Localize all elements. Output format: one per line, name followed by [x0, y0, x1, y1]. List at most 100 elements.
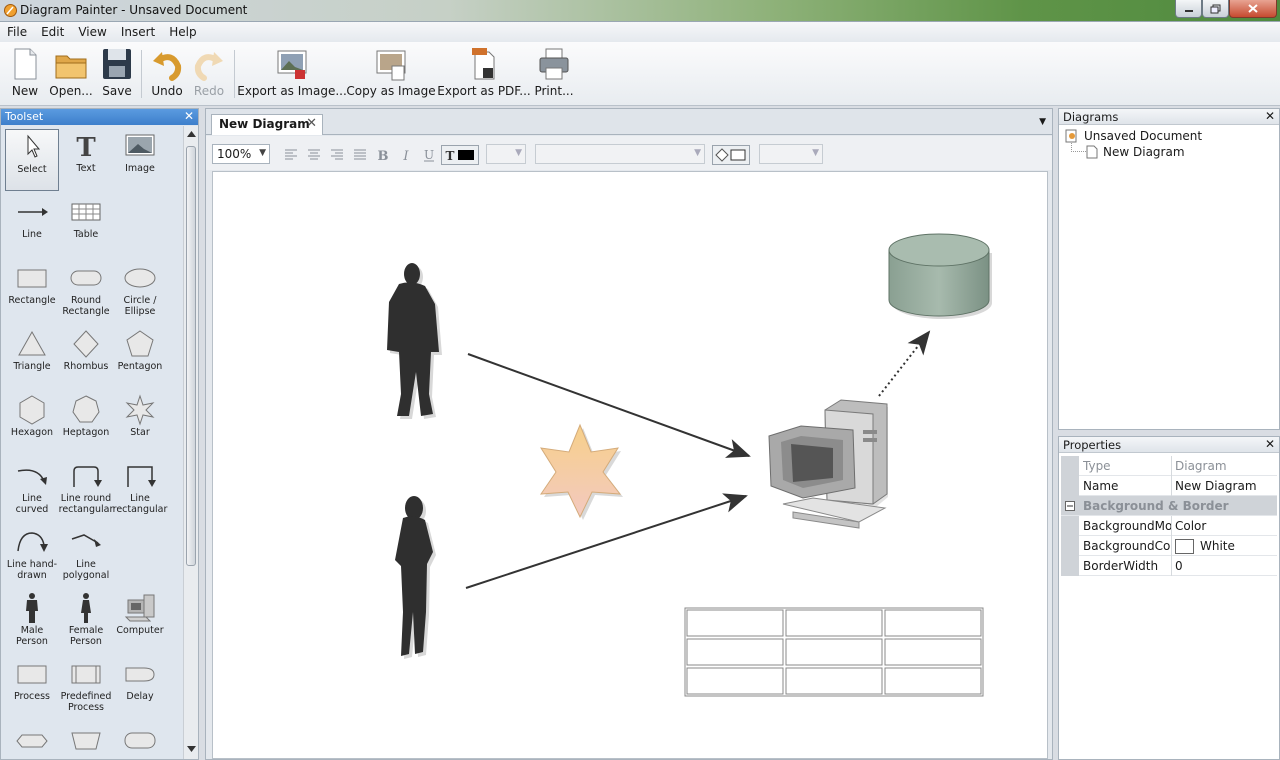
tool-line-rectangular[interactable]: Line rectangular: [113, 459, 167, 521]
properties-panel: Properties ✕ Type Diagram Name New Diagr…: [1058, 436, 1280, 760]
tool-computer[interactable]: Computer: [113, 591, 167, 653]
print-button[interactable]: Print...: [534, 46, 574, 102]
close-panel-icon[interactable]: ✕: [183, 109, 194, 123]
underline-icon[interactable]: U: [420, 146, 438, 164]
font-family-select[interactable]: ▼: [535, 144, 705, 164]
align-right-icon[interactable]: [328, 146, 346, 164]
male-person-shape[interactable]: [387, 263, 442, 419]
menu-view[interactable]: View: [78, 25, 107, 39]
tool-female-person[interactable]: Female Person: [59, 591, 113, 653]
tool-preparation[interactable]: [5, 723, 59, 759]
tool-heptagon[interactable]: Heptagon: [59, 393, 113, 455]
tool-triangle[interactable]: Triangle: [5, 327, 59, 389]
star-shape[interactable]: [540, 423, 623, 520]
tool-text[interactable]: T Text: [59, 129, 113, 191]
tool-table[interactable]: Table: [59, 195, 113, 257]
copy-image-button[interactable]: Copy as Image: [346, 46, 436, 102]
undo-button[interactable]: Undo: [148, 46, 186, 102]
prop-row-name[interactable]: Name New Diagram: [1061, 476, 1277, 496]
scroll-up-icon[interactable]: [187, 131, 196, 137]
text-color-icon[interactable]: T: [441, 145, 479, 165]
redo-button[interactable]: Redo: [190, 46, 228, 102]
menu-file[interactable]: File: [7, 25, 28, 39]
tool-line-polygonal[interactable]: Line polygonal: [59, 525, 113, 587]
collapse-minus-icon[interactable]: [1065, 501, 1075, 511]
align-center-icon[interactable]: [305, 146, 323, 164]
minimize-button[interactable]: [1175, 0, 1202, 18]
tree-item-new-diagram[interactable]: New Diagram: [1086, 145, 1185, 159]
tool-hexagon[interactable]: Hexagon: [5, 393, 59, 455]
toolbar-separator: [234, 50, 235, 98]
scroll-thumb[interactable]: [186, 146, 196, 566]
open-button[interactable]: Open...: [49, 46, 93, 102]
prop-group-background-border[interactable]: Background & Border: [1061, 496, 1277, 516]
prop-row-border-width[interactable]: BorderWidth 0: [1061, 556, 1277, 576]
table-shape[interactable]: [684, 607, 984, 697]
export-image-button[interactable]: Export as Image...: [237, 46, 347, 102]
star-icon: [125, 394, 155, 426]
italic-icon[interactable]: I: [397, 146, 415, 164]
color-swatch[interactable]: [1175, 539, 1194, 554]
chevron-down-icon: ▼: [259, 148, 266, 158]
menu-help[interactable]: Help: [169, 25, 197, 39]
zoom-select[interactable]: 100% ▼: [212, 144, 270, 164]
prop-row-background-color[interactable]: BackgroundColor White: [1061, 536, 1277, 556]
tool-ellipse[interactable]: Circle / Ellipse: [113, 261, 167, 323]
align-justify-icon[interactable]: [351, 146, 369, 164]
tool-process[interactable]: Process: [5, 657, 59, 719]
prop-row-type[interactable]: Type Diagram: [1061, 456, 1277, 476]
title-bar: Diagram Painter - Unsaved Document: [0, 0, 1280, 22]
tool-star[interactable]: Star: [113, 393, 167, 455]
ellipse-icon: [124, 268, 156, 288]
male-person-icon: [26, 593, 38, 623]
menu-edit[interactable]: Edit: [41, 25, 65, 39]
close-window-button[interactable]: [1229, 0, 1277, 18]
menu-insert[interactable]: Insert: [120, 25, 156, 39]
tool-select[interactable]: Select: [5, 129, 59, 191]
female-person-shape[interactable]: [395, 496, 436, 659]
close-tab-icon[interactable]: ✕: [306, 116, 317, 131]
database-shape[interactable]: [888, 233, 992, 319]
close-panel-icon[interactable]: ✕: [1264, 109, 1275, 123]
tool-line-hand-drawn[interactable]: Line hand-drawn: [5, 525, 59, 587]
new-button[interactable]: New: [6, 46, 44, 102]
tree-item-document[interactable]: Unsaved Document: [1065, 129, 1202, 143]
close-panel-icon[interactable]: ✕: [1264, 437, 1275, 451]
tool-rectangle[interactable]: Rectangle: [5, 261, 59, 323]
pentagon-icon: [126, 330, 154, 357]
save-button[interactable]: Save: [98, 46, 136, 102]
tool-manual-operation[interactable]: [59, 723, 113, 759]
tab-new-diagram[interactable]: New Diagram ✕: [211, 114, 323, 135]
tool-pentagon[interactable]: Pentagon: [113, 327, 167, 389]
scroll-down-icon[interactable]: [187, 746, 196, 752]
tool-round-rectangle[interactable]: Round Rectangle: [59, 261, 113, 323]
tool-line-curved[interactable]: Line curved: [5, 459, 59, 521]
arrow-male-to-computer[interactable]: [467, 353, 751, 458]
tool-line[interactable]: Line: [5, 195, 59, 257]
bold-icon[interactable]: B: [374, 146, 392, 164]
tool-terminator[interactable]: [113, 723, 167, 759]
prop-row-background-mode[interactable]: BackgroundMode Color: [1061, 516, 1277, 536]
toolset-scrollbar[interactable]: [183, 126, 198, 759]
tool-line-round-rectangular[interactable]: Line round rectangular: [59, 459, 113, 521]
font-size-select[interactable]: ▼: [486, 144, 526, 164]
toolset-panel: Toolset ✕ Select T Text Image Line Table…: [0, 108, 199, 760]
arrow-female-to-computer[interactable]: [465, 493, 748, 589]
maximize-button[interactable]: [1202, 0, 1229, 18]
dotted-arrow-to-database[interactable]: [878, 330, 931, 397]
computer-shape[interactable]: [768, 399, 888, 529]
tool-rhombus[interactable]: Rhombus: [59, 327, 113, 389]
svg-text:B: B: [378, 149, 389, 164]
tool-image[interactable]: Image: [113, 129, 167, 191]
align-left-icon[interactable]: [282, 146, 300, 164]
line-tool-icon: [18, 208, 48, 216]
tool-male-person[interactable]: Male Person: [5, 591, 59, 653]
tab-list-dropdown-icon[interactable]: ▼: [1039, 117, 1046, 127]
tool-delay[interactable]: Delay: [113, 657, 167, 719]
fill-border-style-icon[interactable]: [712, 145, 750, 165]
heptagon-icon: [72, 395, 100, 423]
line-width-select[interactable]: ▼: [759, 144, 823, 164]
diagram-canvas[interactable]: [212, 171, 1048, 759]
export-pdf-button[interactable]: Export as PDF...: [437, 46, 531, 102]
tool-predefined-process[interactable]: Predefined Process: [59, 657, 113, 719]
